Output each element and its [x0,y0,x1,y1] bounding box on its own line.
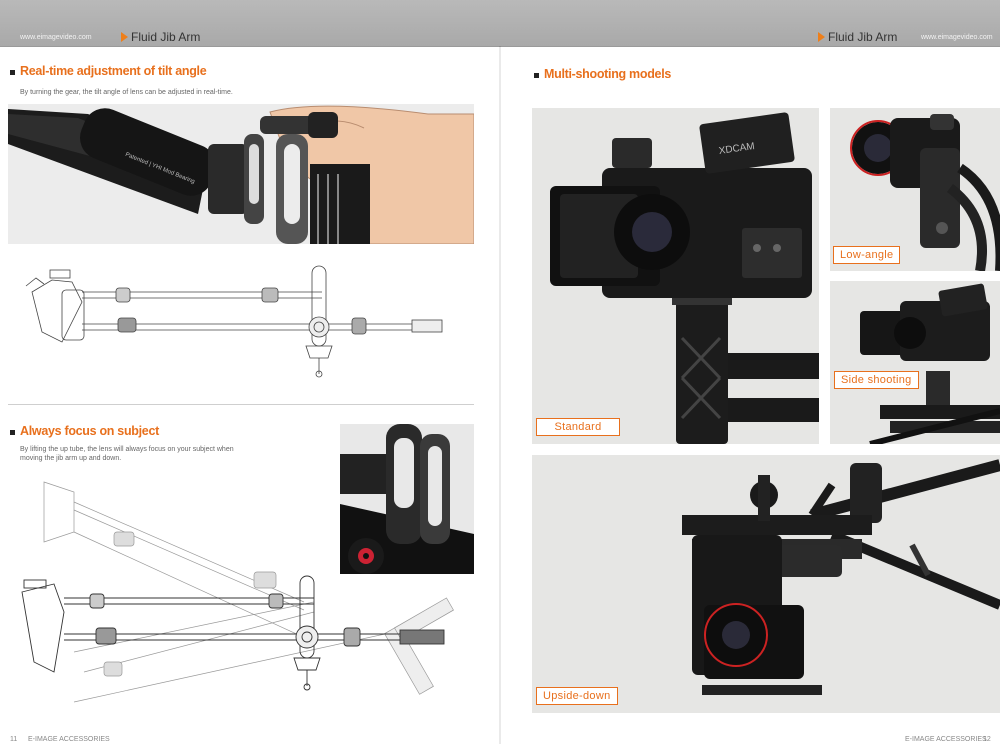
page-spine [499,46,501,744]
footer-brand-left: E-IMAGE ACCESSORIES [28,736,110,743]
section-desc-focus-line2: moving the jib arm up and down. [20,455,122,462]
upside-down-photo [532,455,1000,713]
play-arrow-icon [818,32,825,42]
low-angle-photo [830,108,1000,271]
label-standard: Standard [536,418,620,436]
section-bullet [534,73,539,78]
label-side-shooting: Side shooting [834,371,919,389]
website-left: www.eimagevideo.com [20,34,92,41]
page-number-left: 11 [10,736,18,743]
header-bar [0,0,1000,47]
play-arrow-icon [121,32,128,42]
section-desc-tilt: By turning the gear, the tilt angle of l… [20,89,233,96]
section-bullet [10,430,15,435]
section-bullet [10,70,15,75]
section-title-focus: Always focus on subject [20,424,159,438]
page-number-right: 12 [983,736,991,743]
website-right: www.eimagevideo.com [921,34,993,41]
label-low-angle: Low-angle [833,246,901,264]
focus-bracket-photo [340,424,474,574]
side-shooting-photo [830,281,1000,444]
section-title-tilt: Real-time adjustment of tilt angle [20,64,207,78]
section-desc-focus-line1: By lifting the up tube, the lens will al… [20,446,234,453]
section-title-multishoot: Multi-shooting models [544,67,672,81]
standard-model-photo: XDCAM [532,108,819,444]
label-upside-down: Upside-down [536,687,618,705]
camera-brand-text: XDCAM [718,141,755,157]
jib-line-drawing-focus [14,472,454,734]
section-divider [8,404,474,405]
header-title-right: Fluid Jib Arm [828,30,898,44]
tilt-adjustment-photo: Patented | YHI Mod Bearing [8,104,474,244]
header-title-left: Fluid Jib Arm [131,30,201,44]
footer-brand-right: E-IMAGE ACCESSORIES [905,736,987,743]
jib-line-drawing-tilt [22,262,452,382]
